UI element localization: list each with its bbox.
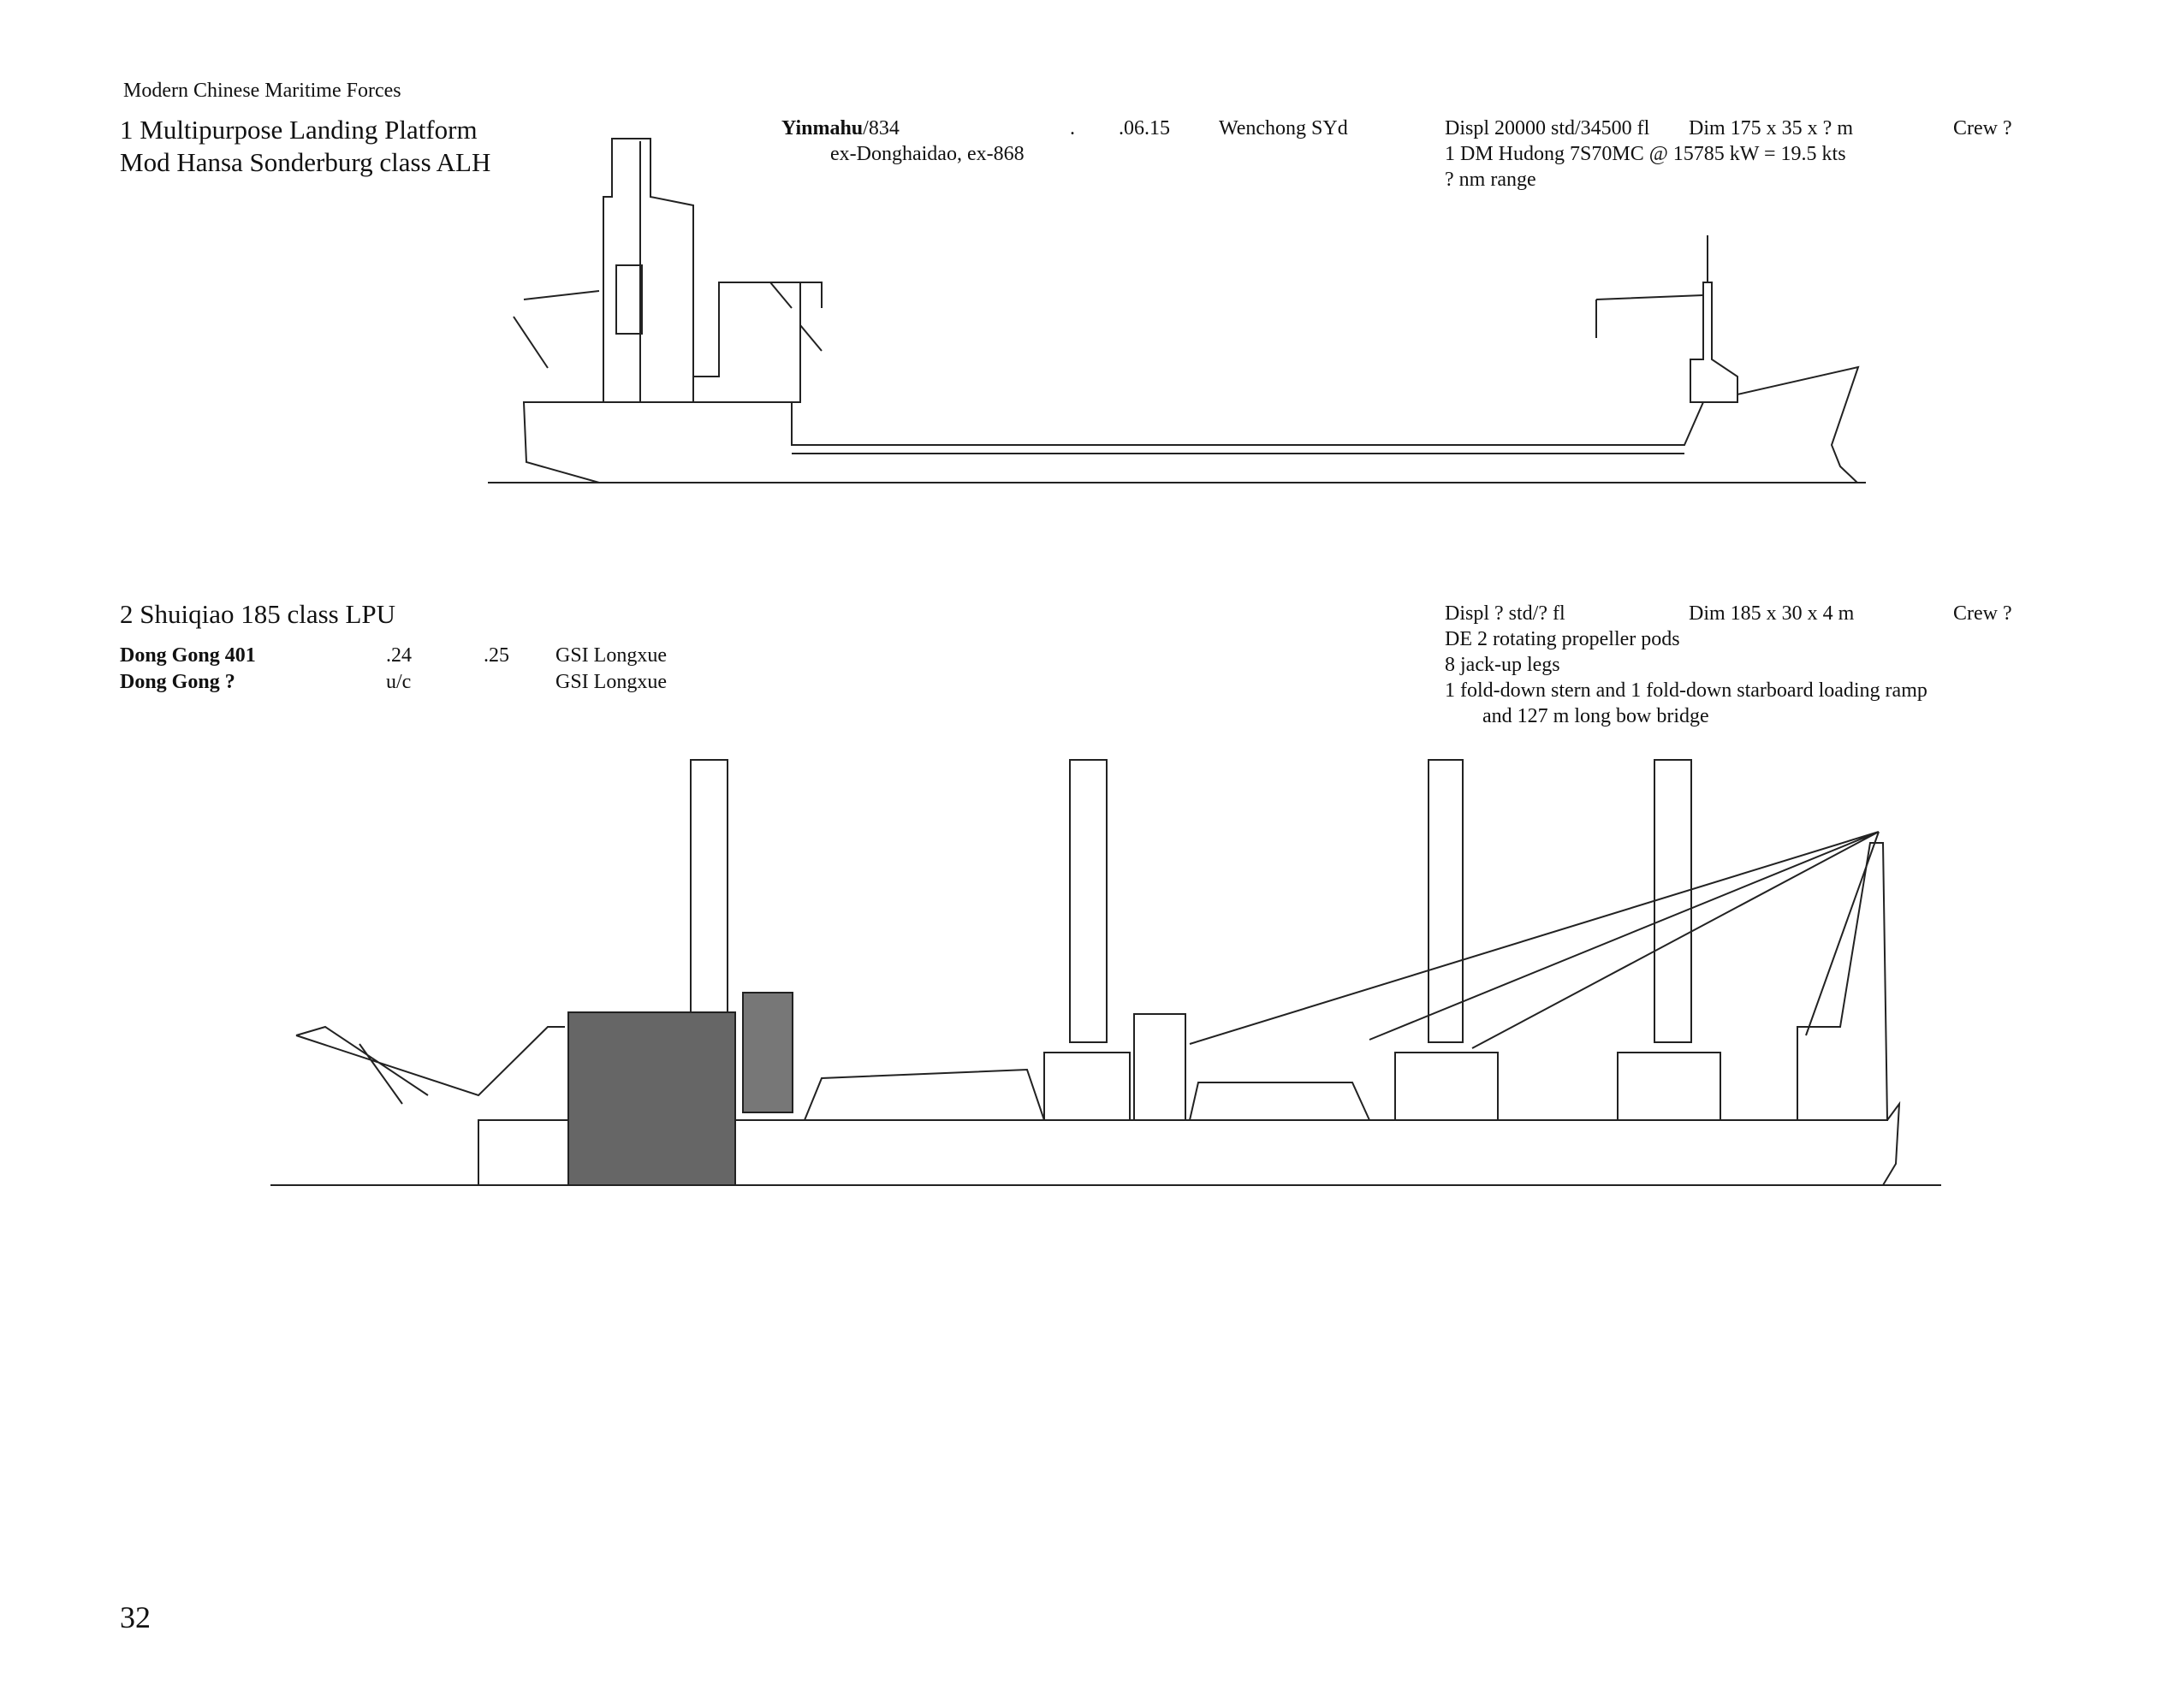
stern-ramp-grid: [567, 1011, 736, 1186]
commissioned: .06.15: [1119, 117, 1170, 139]
ramps: 1 fold-down stern and 1 fold-down starbo…: [1445, 679, 1927, 702]
page-number: 32: [120, 1600, 151, 1634]
ship1-profile-drawing: [488, 138, 1866, 483]
ship-name: Yinmahu: [781, 117, 864, 139]
ship-builder: GSI Longxue: [555, 644, 667, 667]
ship2-profile-drawing: [270, 759, 1941, 1186]
laid-down: .: [1070, 117, 1075, 139]
ship-name: Dong Gong ?: [120, 671, 235, 693]
dimensions: Dim 185 x 30 x 4 m: [1689, 602, 1855, 625]
ship-date1: u/c: [386, 671, 412, 693]
series-title: Modern Chinese Maritime Forces: [123, 80, 401, 102]
displacement: Displ ? std/? fl: [1445, 602, 1565, 625]
crew: Crew ?: [1953, 602, 2012, 625]
displacement: Displ 20000 std/34500 fl: [1445, 117, 1650, 139]
dimensions: Dim 175 x 35 x ? m: [1689, 117, 1853, 139]
section1-subtitle: Mod Hansa Sonderburg class ALH: [120, 147, 491, 177]
ship-builder: GSI Longxue: [555, 671, 667, 693]
builder: Wenchong SYd: [1219, 117, 1348, 139]
former-names: ex-Donghaidao, ex-868: [830, 143, 1025, 165]
ship-date2: .25: [484, 644, 509, 667]
machinery: 1 DM Hudong 7S70MC @ 15785 kW = 19.5 kts: [1445, 143, 1846, 165]
section2-title: 2 Shuiqiao 185 class LPU: [120, 599, 396, 629]
ship-name: Dong Gong 401: [120, 644, 256, 667]
machinery: DE 2 rotating propeller pods: [1445, 628, 1680, 650]
range: ? nm range: [1445, 169, 1536, 191]
ship-date1: .24: [386, 644, 412, 667]
section1-title: 1 Multipurpose Landing Platform: [120, 115, 478, 145]
ship-name-entry: Yinmahu/834: [781, 116, 900, 140]
ramps-cont: and 127 m long bow bridge: [1482, 705, 1709, 727]
crew: Crew ?: [1953, 117, 2012, 139]
jack-up-legs: 8 jack-up legs: [1445, 654, 1560, 676]
ship-pennant: /834: [863, 117, 900, 139]
